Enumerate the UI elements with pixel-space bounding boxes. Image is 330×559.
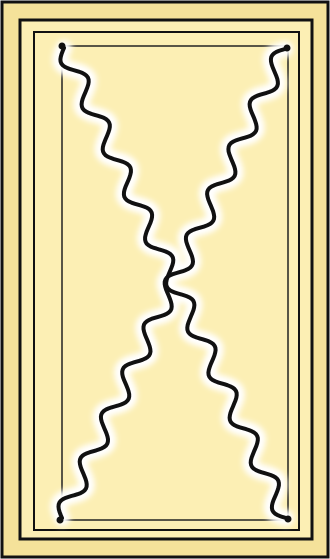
corner-dot-top-right (284, 45, 291, 52)
corner-dot-bottom-right (285, 516, 292, 523)
corner-dot-top-left (59, 43, 66, 50)
corner-dot-bottom-left (57, 517, 64, 524)
